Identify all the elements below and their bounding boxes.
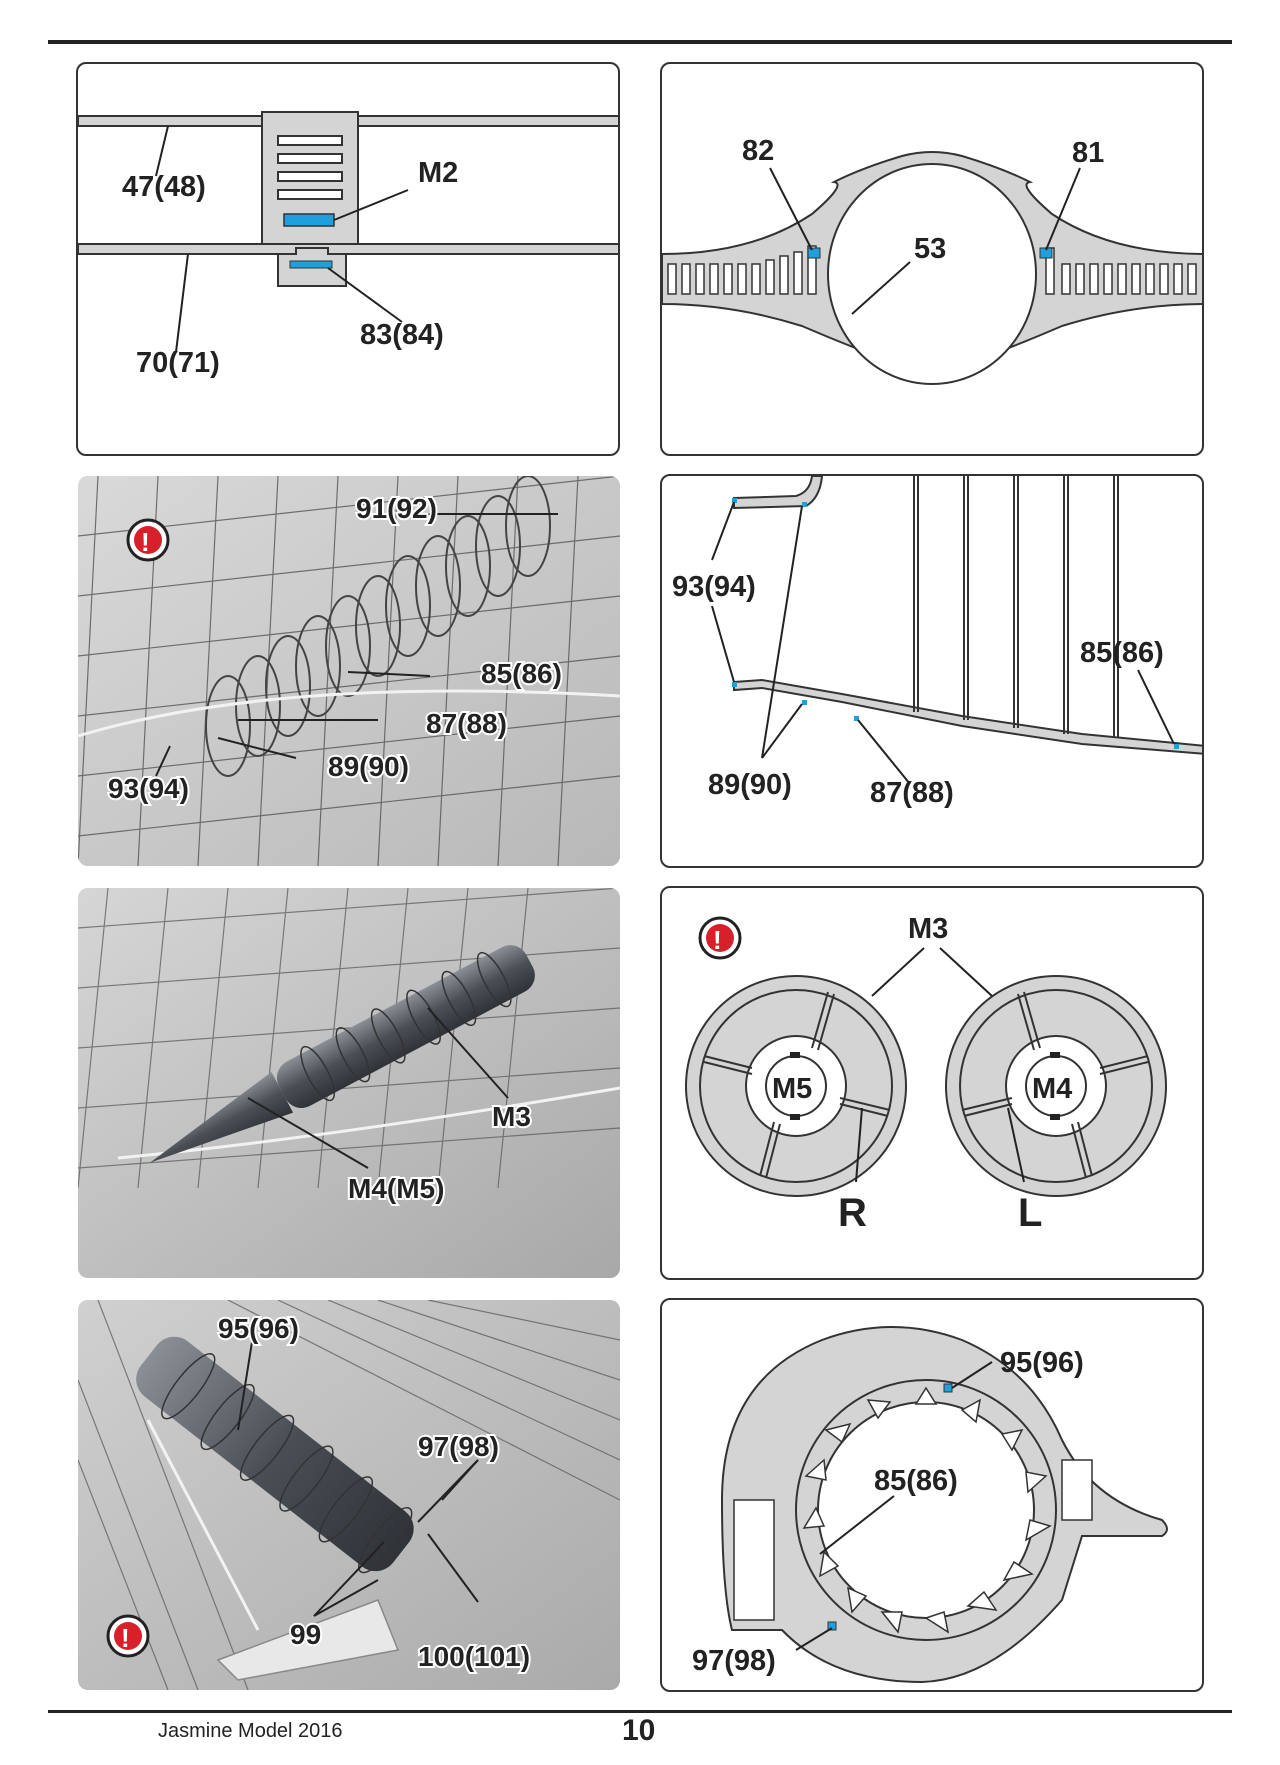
label-95-96: 95(96): [1000, 1347, 1084, 1379]
label-m4: M4: [1032, 1073, 1072, 1105]
warning-icon: !: [141, 527, 150, 557]
label-m2: M2: [418, 157, 458, 189]
label-85-86: 85(86): [874, 1465, 958, 1497]
label-81: 81: [1072, 137, 1104, 169]
label-99: 99: [290, 1619, 321, 1650]
step-7-photo: ! 95(96) 97(98) 99 100(101): [78, 1300, 620, 1690]
ring-l: [945, 975, 1167, 1197]
step-8-diagram: 95(96) 85(86) 97(98): [660, 1298, 1204, 1692]
label-m5: M5: [772, 1073, 812, 1105]
label-47-48: 47(48): [122, 171, 206, 203]
label-l: L: [1018, 1191, 1042, 1235]
label-87-88: 87(88): [426, 708, 507, 739]
label-89-90: 89(90): [708, 769, 792, 801]
label-100-101: 100(101): [418, 1641, 530, 1672]
label-97-98: 97(98): [692, 1645, 776, 1677]
top-rule: [48, 40, 1232, 44]
label-89-90: 89(90): [328, 751, 409, 782]
bottom-rule: [48, 1710, 1232, 1713]
label-m4-m5: M4(M5): [348, 1173, 444, 1204]
label-r: R: [838, 1191, 867, 1235]
label-97-98: 97(98): [418, 1431, 499, 1462]
label-85-86: 85(86): [481, 658, 562, 689]
step-4-diagram: 93(94) 85(86) 89(90) 87(88): [660, 474, 1204, 868]
step-1-diagram: 47(48) 70(71) M2 83(84): [76, 62, 620, 456]
warning-icon: !: [121, 1623, 130, 1653]
label-85-86: 85(86): [1080, 637, 1164, 669]
page-number: 10: [622, 1714, 656, 1747]
footer-brand: Jasmine Model 2016: [158, 1720, 343, 1742]
label-87-88: 87(88): [870, 777, 954, 809]
label-83-84: 83(84): [360, 319, 444, 351]
label-95-96: 95(96): [218, 1313, 299, 1344]
step-3-photo: ! 91(92) 85(86) 87(88) 89(90) 93(94): [78, 476, 620, 866]
step-6-diagram: !: [660, 886, 1204, 1280]
step-5-photo: M3 M4(M5): [78, 888, 620, 1278]
label-91-92: 91(92): [356, 493, 437, 524]
ring-r: [685, 975, 907, 1197]
label-82: 82: [742, 135, 774, 167]
label-53: 53: [914, 233, 946, 265]
warning-icon: !: [713, 925, 722, 955]
label-m3: M3: [492, 1101, 531, 1132]
step-2-diagram: 82 81 53: [660, 62, 1204, 456]
label-93-94: 93(94): [108, 773, 189, 804]
label-70-71: 70(71): [136, 347, 220, 379]
label-m3: M3: [908, 913, 948, 945]
label-93-94: 93(94): [672, 571, 756, 603]
